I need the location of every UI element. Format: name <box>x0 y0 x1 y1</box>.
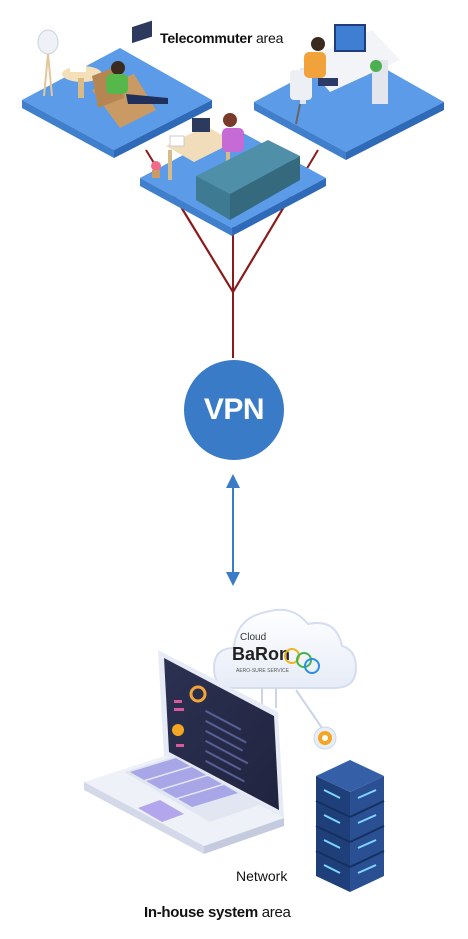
telecommuter-workspace-right <box>254 24 444 160</box>
vpn-node <box>184 360 284 460</box>
server-rack-icon <box>315 760 385 892</box>
inhouse-area-label: In-house system area <box>144 904 291 921</box>
logo-tagline: AERO-SURE SERVICE <box>236 668 290 674</box>
cloud-icon: Cloud BaRon AERO-SURE SERVICE <box>212 608 358 689</box>
telecommuter-workspace-left <box>22 20 212 158</box>
telecommuter-label-rest: area <box>252 30 284 46</box>
telecommuter-area-label: Telecommuter area <box>160 30 283 46</box>
logo-line1: Cloud <box>240 632 266 643</box>
logo-line2: BaRon <box>232 644 290 664</box>
telecommuter-label-strong: Telecommuter <box>160 30 253 46</box>
double-headed-arrow-icon <box>226 474 240 586</box>
laptop-icon <box>84 650 284 854</box>
telecommuter-workspace-center <box>140 113 326 236</box>
inhouse-label-strong: In-house system <box>144 904 258 921</box>
gear-icon <box>313 726 337 750</box>
vpn-label: VPN <box>203 393 265 426</box>
network-label: Network <box>236 868 288 884</box>
logo-rings-icon <box>284 648 320 674</box>
inhouse-label-rest: area <box>257 904 291 921</box>
